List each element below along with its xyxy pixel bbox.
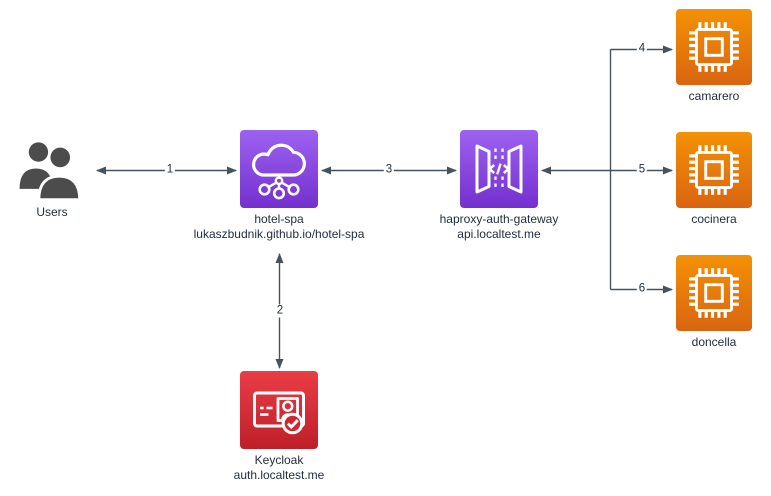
node-sublabel-haproxy: api.localtest.me <box>457 227 541 241</box>
users-icon <box>19 142 81 201</box>
node-keycloak: Keycloak auth.localtest.me <box>204 371 354 483</box>
node-sublabel-keycloak: auth.localtest.me <box>233 468 325 482</box>
node-label-doncella: doncella <box>691 335 737 349</box>
edge-label-4: 4 <box>636 42 648 56</box>
node-label-haproxy: haproxy-auth-gateway <box>439 212 559 226</box>
cloud-network-icon <box>240 130 318 208</box>
node-doncella: doncella <box>662 255 766 350</box>
edge-label-1: 1 <box>164 163 176 177</box>
node-label-users: Users <box>36 205 68 219</box>
node-hotel-spa: hotel-spa lukaszbudnik.github.io/hotel-s… <box>194 130 364 242</box>
cpu-chip-icon <box>676 9 752 85</box>
id-card-check-icon <box>240 371 318 449</box>
node-sublabel-hotel-spa: lukaszbudnik.github.io/hotel-spa <box>193 227 365 241</box>
node-label-camarero: camarero <box>688 89 740 103</box>
node-camarero: camarero <box>662 9 766 104</box>
cpu-chip-icon <box>676 255 752 331</box>
edge-label-2: 2 <box>274 304 286 318</box>
node-cocinera: cocinera <box>662 132 766 227</box>
cpu-chip-icon <box>676 132 752 208</box>
node-label-cocinera: cocinera <box>691 212 737 226</box>
node-users: Users <box>6 139 98 220</box>
edge-label-3: 3 <box>383 163 395 177</box>
node-label-hotel-spa: hotel-spa <box>254 212 304 226</box>
node-label-keycloak: Keycloak <box>254 453 304 467</box>
node-haproxy-auth-gateway: haproxy-auth-gateway api.localtest.me <box>424 130 574 242</box>
edge-label-5: 5 <box>636 163 648 177</box>
api-gateway-icon <box>460 130 538 208</box>
edge-label-6: 6 <box>636 282 648 296</box>
